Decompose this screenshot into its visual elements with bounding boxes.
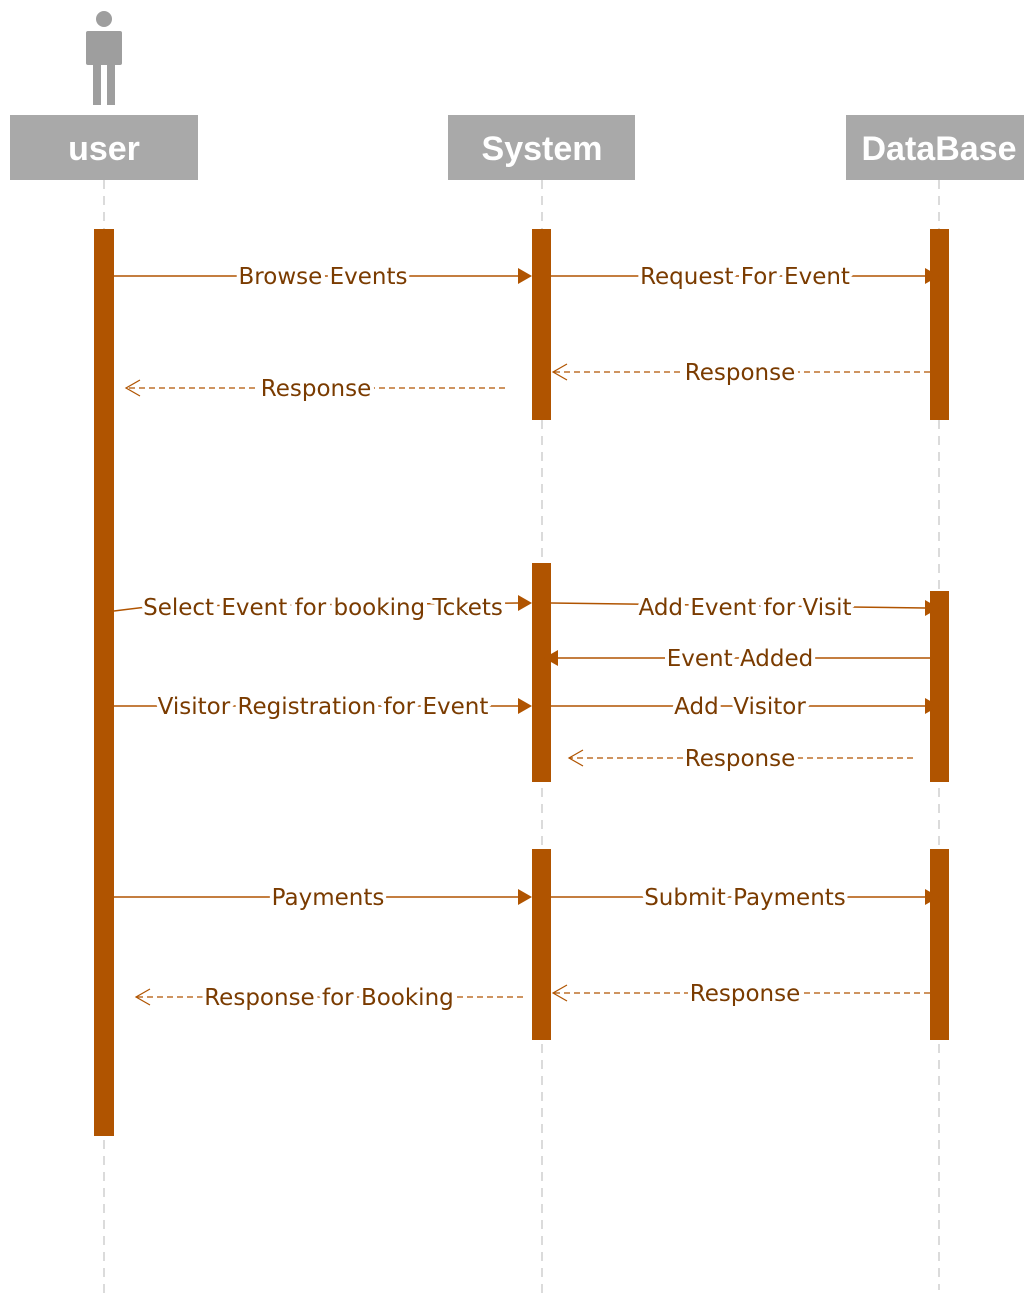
open-arrowhead-icon [551, 984, 568, 1002]
message-select-event[interactable]: Select Event for booking Tckets [113, 591, 532, 625]
message-line [154, 602, 519, 607]
filled-arrowhead-icon [544, 650, 558, 666]
message-label: Response [685, 360, 795, 386]
message-db-response-3[interactable]: Response [551, 977, 930, 1011]
message-label: Response for Booking [204, 985, 454, 1011]
message-event-added[interactable]: Event Added [544, 642, 930, 676]
open-arrowhead-icon [551, 363, 568, 381]
message-label: Add Event for Visit [639, 595, 852, 621]
message-label: Visitor Registration for Event [158, 694, 489, 720]
filled-arrowhead-icon [925, 889, 939, 905]
message-response-for-booking[interactable]: Response for Booking [134, 981, 523, 1015]
message-user-response-1[interactable]: Response [124, 372, 505, 406]
message-visitor-registration[interactable]: Visitor Registration for Event [114, 690, 532, 724]
open-arrowhead-icon [134, 988, 151, 1006]
lifeline-head-system[interactable]: System [448, 115, 635, 180]
filled-arrowhead-icon [925, 600, 939, 616]
message-line [550, 602, 926, 609]
message-label: Event Added [667, 646, 813, 672]
lifeline-head-system-label: System [482, 130, 603, 168]
message-label: Response [261, 376, 371, 402]
message-line [113, 605, 156, 612]
lifeline-head-database-label: DataBase [862, 130, 1017, 168]
open-arrowhead-icon [124, 379, 141, 397]
filled-arrowhead-icon [518, 595, 532, 611]
activation-system-1 [532, 229, 551, 420]
message-submit-payments[interactable]: Submit Payments [551, 881, 939, 915]
message-payments[interactable]: Payments [114, 881, 532, 915]
lifeline-lines [103, 180, 940, 1300]
lifeline-head-system-box [448, 115, 635, 180]
message-label: Add Visitor [674, 694, 806, 720]
activation-database-1 [930, 229, 949, 420]
message-label: Browse Events [239, 264, 408, 290]
lifeline-head-database[interactable]: DataBase [846, 115, 1024, 180]
filled-arrowhead-icon [925, 268, 939, 284]
lifeline-head-user[interactable]: user [10, 115, 198, 180]
message-label: Submit Payments [644, 885, 846, 911]
filled-arrowhead-icon [925, 698, 939, 714]
lifeline-head-database-box [846, 115, 1024, 180]
message-db-response-2[interactable]: Response [567, 742, 913, 776]
message-db-response-1[interactable]: Response [551, 356, 930, 390]
message-label: Request For Event [640, 264, 850, 290]
lifeline-head-user-box [10, 115, 198, 180]
message-label: Select Event for booking Tckets [143, 595, 503, 621]
person-icon [86, 11, 122, 105]
activation-system-2 [532, 563, 551, 782]
message-add-visitor[interactable]: Add Visitor [551, 690, 939, 724]
activation-system-3 [532, 849, 551, 1040]
filled-arrowhead-icon [518, 698, 532, 714]
message-label: Response [685, 746, 795, 772]
message-label: Response [690, 981, 800, 1007]
message-request-for-event[interactable]: Request For Event [551, 260, 939, 294]
filled-arrowhead-icon [518, 889, 532, 905]
activation-database-3 [930, 849, 949, 1040]
open-arrowhead-icon [567, 749, 584, 767]
activation-bars [94, 229, 949, 1136]
activation-user [94, 229, 114, 1136]
message-browse-events[interactable]: Browse Events [114, 260, 532, 294]
filled-arrowhead-icon [518, 268, 532, 284]
lifeline-head-user-label: user [68, 130, 140, 168]
activation-database-2 [930, 591, 949, 782]
message-label: Payments [272, 885, 385, 911]
message-add-event-for-visit[interactable]: Add Event for Visit [550, 591, 939, 625]
